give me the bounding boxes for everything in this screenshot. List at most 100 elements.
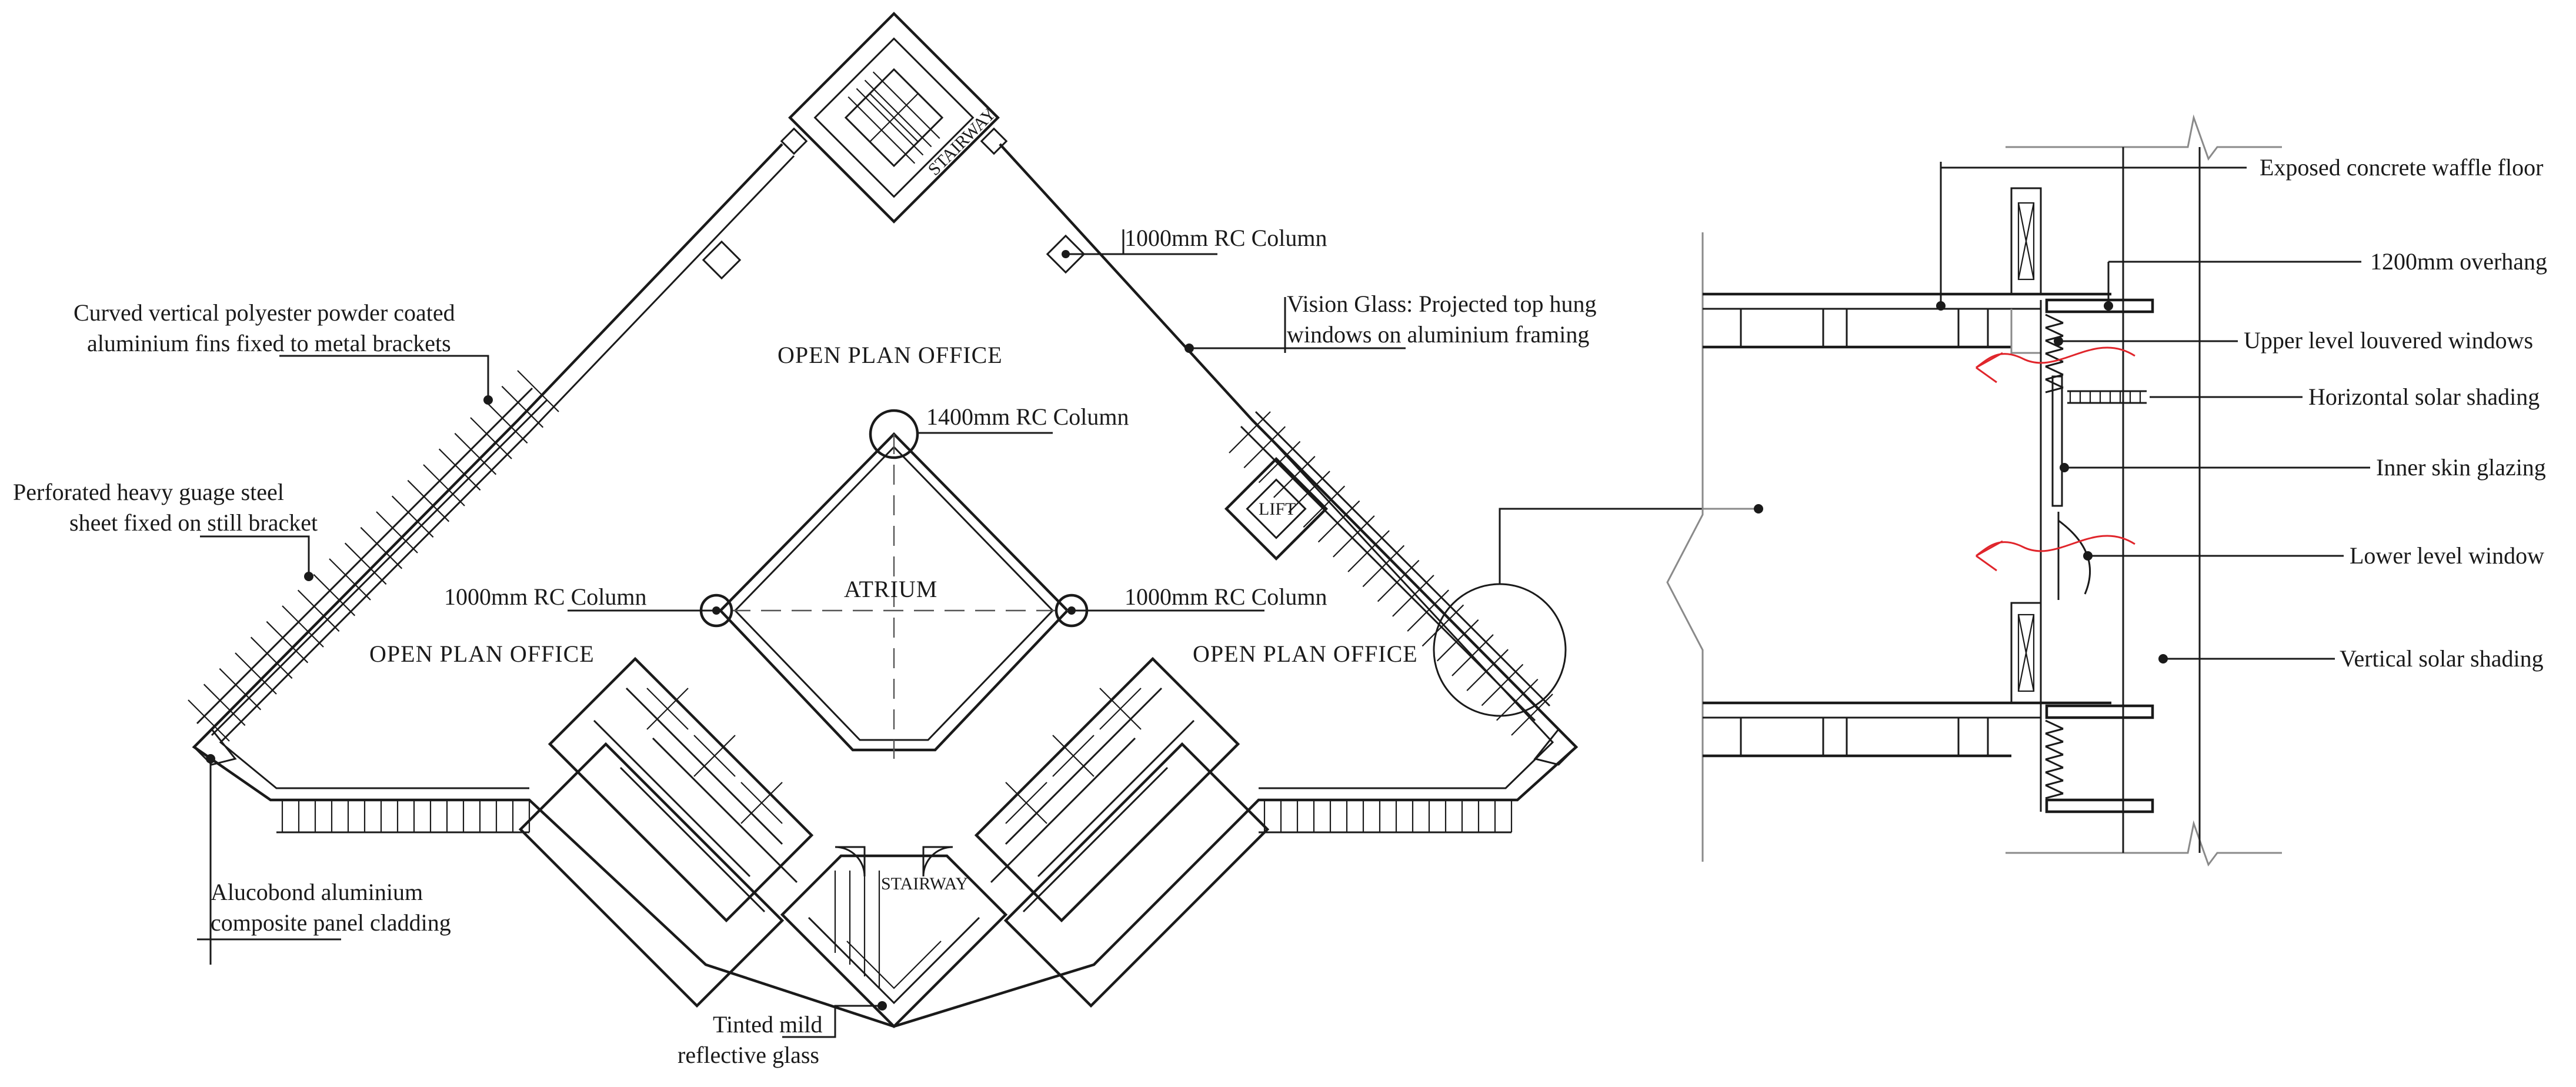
drawing-stroke <box>313 573 356 616</box>
drawing-stroke <box>2045 339 2064 350</box>
airflow-arrows <box>1976 346 2135 572</box>
bottom-right-core <box>974 656 1270 1008</box>
col-atrium-left-label: 1000mm RC Column <box>444 583 647 610</box>
drawing-stroke <box>2045 758 2064 769</box>
lift-shaft: LIFT <box>1224 456 1329 561</box>
drawing-stroke <box>1496 678 1539 721</box>
drawing-stroke <box>1466 649 1509 691</box>
drawing-stroke <box>1481 663 1524 706</box>
drawing-stroke <box>250 636 293 679</box>
drawing-stroke <box>329 558 371 601</box>
drawing-stroke <box>2045 326 2064 337</box>
drawing-stroke <box>1229 411 1271 454</box>
drawing-stroke <box>266 621 309 663</box>
drawing-stroke <box>188 699 230 742</box>
drawing-stroke <box>376 511 418 553</box>
col-top-right-label: 1000mm RC Column <box>1125 225 1327 251</box>
stair-bottom-label: STAIRWAY <box>881 874 968 893</box>
drawing-stroke <box>438 448 481 491</box>
drawing-stroke <box>2045 753 2064 761</box>
drawing-stroke <box>1407 589 1449 632</box>
bottom-stair-core: STAIRWAY <box>780 846 1008 1029</box>
inner-skin-glazing <box>2051 375 2063 507</box>
drawing-stroke <box>1511 693 1553 736</box>
column-right-diagonal <box>1046 234 1086 274</box>
drawing-stroke <box>360 526 403 569</box>
left-louvre-fins <box>188 370 559 742</box>
inner-perimeter <box>219 155 1554 789</box>
drawing-stroke <box>2045 361 2064 368</box>
alucobond-label-1: Alucobond aluminium <box>211 879 423 905</box>
drawing-stroke <box>2045 728 2064 735</box>
drawing-stroke <box>235 652 277 695</box>
drawing-stroke <box>1240 425 1536 722</box>
drawing-stroke <box>2045 792 2064 799</box>
vertical-shading-label: Vertical solar shading <box>2340 645 2544 672</box>
drawing-stroke <box>2045 378 2064 389</box>
drawing-stroke <box>1243 426 1286 469</box>
atrium-column-top <box>869 409 919 459</box>
vision-glass-label-1: Vision Glass: Projected top hung <box>1287 291 1596 317</box>
drawing-stroke <box>297 589 340 632</box>
drawing-stroke <box>219 668 262 711</box>
drawing-stroke <box>2045 348 2064 355</box>
vision-glass-label-2: windows on aluminium framing <box>1287 321 1589 348</box>
alucobond-label-2: composite panel cladding <box>211 909 451 936</box>
stair-top-label: STAIRWAY <box>925 104 1000 179</box>
drawing-stroke <box>2045 745 2064 756</box>
drawing-stroke <box>454 432 497 475</box>
perforated-label-2: sheet fixed on still bracket <box>69 509 318 536</box>
drawing-stroke <box>2045 719 2064 730</box>
drawing-stroke <box>2045 314 2064 324</box>
drawing-stroke <box>2045 335 2064 342</box>
wall-section-detail: Exposed concrete waffle floor 1200mm ove… <box>1666 114 2547 867</box>
col-atrium-top-label: 1400mm RC Column <box>926 404 1129 430</box>
drawing-stroke <box>211 399 548 736</box>
drawing-stroke <box>2045 365 2064 376</box>
fins-label-1: Curved vertical polyester powder coated <box>74 299 455 326</box>
fins-label-2: aluminium fins fixed to metal brackets <box>87 330 451 356</box>
drawing-stroke <box>203 683 246 726</box>
lower-louvres <box>2045 719 2064 799</box>
drawing-stroke <box>1451 634 1494 676</box>
drawing-stroke <box>1422 604 1464 647</box>
drawing-stroke <box>407 479 450 522</box>
drawing-stroke <box>2045 784 2064 795</box>
drawing-stroke <box>2045 322 2064 329</box>
drawing-stroke <box>2045 779 2064 786</box>
waffle-floor-label: Exposed concrete waffle floor <box>2260 154 2543 181</box>
drawing-stroke <box>1377 559 1420 602</box>
tinted-label-1: Tinted mild <box>713 1011 822 1038</box>
drawing-stroke <box>2045 766 2064 773</box>
column-left-diagonal <box>702 240 742 280</box>
office-top-label: OPEN PLAN OFFICE <box>778 342 1003 368</box>
lower-window-label: Lower level window <box>2350 542 2544 569</box>
louvered-windows-label: Upper level louvered windows <box>2244 327 2533 354</box>
perforated-label-1: Perforated heavy guage steel <box>13 479 284 505</box>
top-stair-core: STAIRWAY <box>780 12 1008 224</box>
upper-louvres <box>2045 314 2064 394</box>
drawing-stroke <box>423 464 465 506</box>
lift-label: LIFT <box>1259 499 1296 519</box>
drawing-stroke <box>2045 386 2064 394</box>
drawing-stroke <box>470 417 512 459</box>
tinted-label-2: reflective glass <box>678 1042 819 1068</box>
drawing-stroke <box>282 605 324 648</box>
drawing-stroke <box>517 370 559 412</box>
floor-plan: STAIRWAY LIFT <box>13 12 1759 1068</box>
bottom-balustrades <box>276 799 1513 833</box>
detail-callout-circle <box>1433 583 1567 717</box>
office-left-label: OPEN PLAN OFFICE <box>369 641 595 667</box>
bottom-left-core <box>518 656 814 1008</box>
horizontal-shading-label: Horizontal solar shading <box>2308 384 2540 410</box>
drawing-stroke <box>2045 732 2064 743</box>
drawing-stroke <box>196 387 533 725</box>
col-atrium-right-label: 1000mm RC Column <box>1125 583 1327 610</box>
drawing-stroke <box>485 401 528 444</box>
drawing-stroke <box>2045 741 2064 748</box>
overhang-label: 1200mm overhang <box>2370 248 2547 275</box>
drawing-stroke <box>1436 619 1479 662</box>
drawing-stroke <box>391 495 434 538</box>
